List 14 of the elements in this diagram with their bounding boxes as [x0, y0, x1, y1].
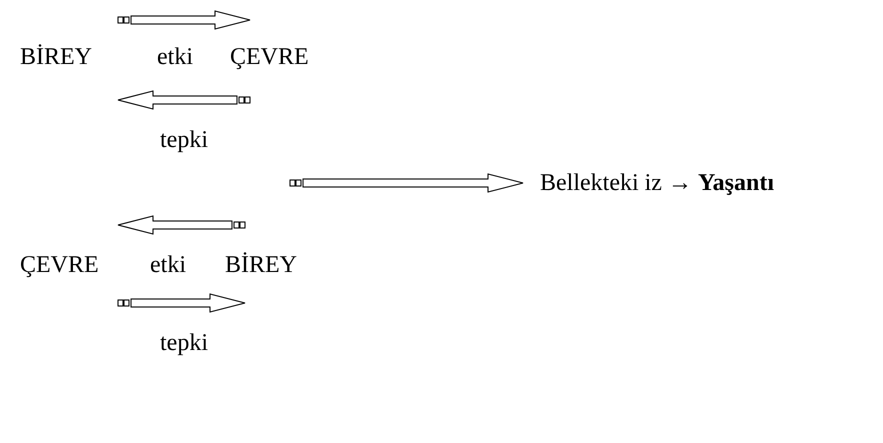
node-text: ÇEVRE	[230, 43, 309, 71]
block-arrow	[290, 173, 524, 193]
block-arrow	[118, 10, 250, 30]
block-arrow	[118, 215, 246, 235]
block-arrow	[118, 90, 250, 110]
node-text: BİREY	[20, 43, 92, 71]
block-arrow	[118, 293, 246, 313]
node-text: Bellekteki iz → Yaşantı	[540, 169, 774, 197]
node-text: ÇEVRE	[20, 251, 99, 279]
edge-label: etki	[157, 43, 193, 71]
edge-label: etki	[150, 251, 186, 279]
edge-label: tepki	[160, 126, 208, 154]
edge-label: tepki	[160, 329, 208, 357]
node-text: BİREY	[225, 251, 297, 279]
